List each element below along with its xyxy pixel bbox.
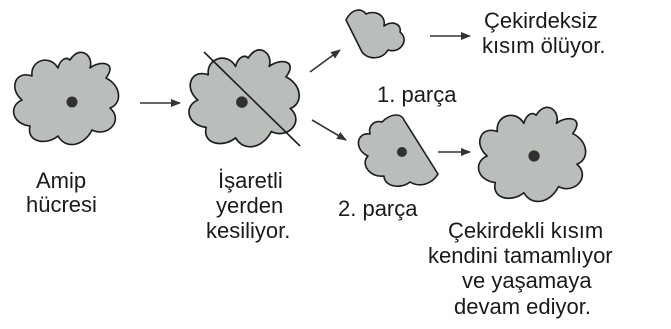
arrow-to-part-1 (309, 49, 341, 73)
part-2-label: 2. parça (338, 196, 418, 221)
amoeba-label-line-2: hücresi (26, 192, 97, 217)
cut-label-line-1: İşaretli (218, 168, 283, 193)
amoeba-nucleus (66, 96, 78, 108)
nucleus-outcome-line-1: Çekirdekli kısım (448, 218, 603, 243)
cut-amoeba-nucleus (236, 96, 248, 108)
regenerated-amoeba-cell (477, 106, 587, 203)
no-nucleus-outcome-line-1: Çekirdeksiz (484, 8, 598, 33)
part-1-fragment (345, 9, 405, 59)
part-1-label: 1. parça (377, 82, 457, 107)
cut-line (203, 51, 301, 147)
cut-amoeba-cell (188, 49, 301, 148)
cut-label-line-2: yerden (216, 193, 283, 218)
amoeba-cell (12, 51, 120, 146)
nucleus-outcome-line-3: ve yaşamaya (462, 268, 592, 293)
amoeba-cell-body (12, 51, 120, 146)
no-nucleus-outcome-line-2: kısım ölüyor. (482, 33, 605, 58)
amoeba-label-line-1: Amip (36, 168, 86, 193)
nucleus-outcome-line-2: kendini tamamlıyor (428, 243, 613, 268)
part-2-nucleus (397, 147, 407, 157)
cut-label-line-3: kesiliyor. (206, 218, 290, 243)
regenerated-amoeba-nucleus (528, 150, 540, 162)
nucleus-outcome-line-4: devam ediyor. (454, 294, 591, 319)
arrow-to-part-2 (311, 119, 347, 141)
